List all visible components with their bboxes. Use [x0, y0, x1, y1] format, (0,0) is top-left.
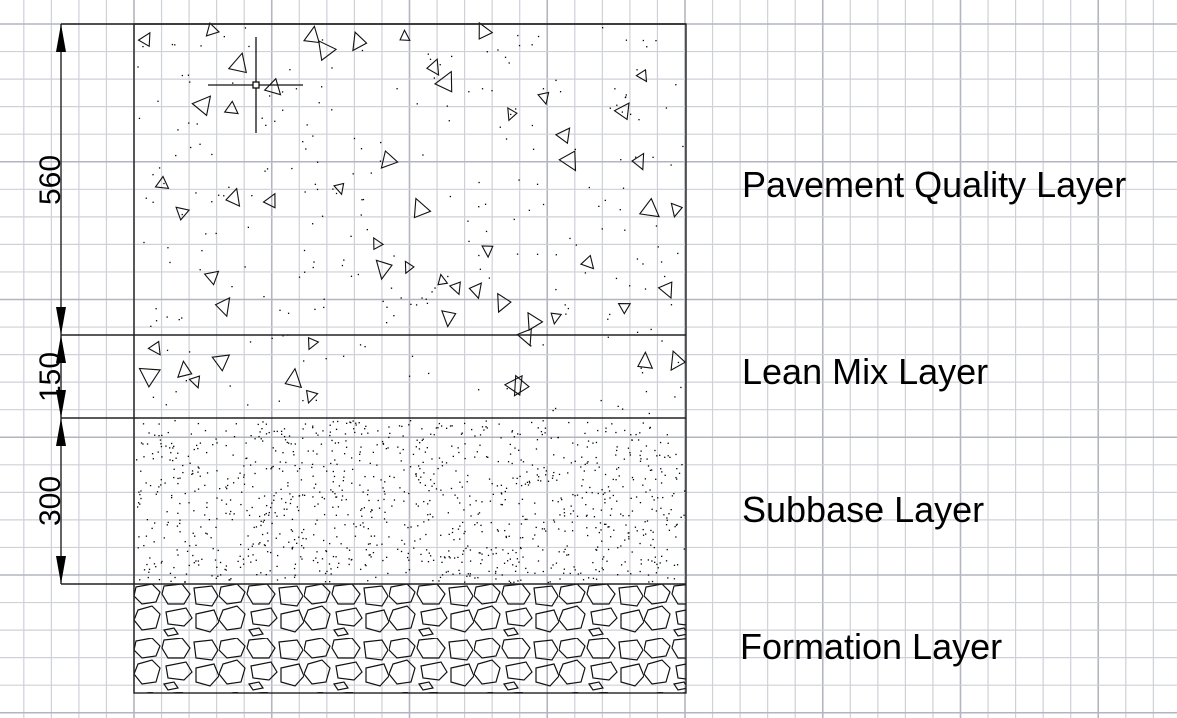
aggregate-mark	[404, 260, 415, 275]
aggregate-mark	[225, 187, 241, 208]
arrow-icon	[56, 556, 66, 584]
aggregate-mark	[670, 202, 684, 219]
aggregate-mark	[223, 100, 239, 115]
aggregate-mark	[670, 349, 687, 372]
aggregate-mark	[205, 22, 221, 37]
aggregate-mark	[263, 77, 282, 96]
layer-hatching	[136, 21, 687, 584]
aggregate-mark	[154, 175, 170, 190]
aggregate-mark	[214, 296, 231, 318]
aggregate-mark	[380, 149, 399, 169]
aggregate-mark	[303, 25, 320, 44]
label-subbase-layer: Subbase Layer	[742, 489, 984, 530]
aggregate-mark	[373, 236, 385, 251]
aggregate-mark	[468, 282, 483, 300]
aggregate-mark	[635, 68, 648, 83]
aggregate-mark	[262, 192, 276, 209]
formation-layer-hatch	[134, 584, 686, 693]
aggregate-mark	[147, 340, 161, 356]
dimension-lean-mix: 150	[34, 352, 67, 402]
aggregate-mark	[550, 312, 563, 326]
arrow-icon	[56, 418, 66, 446]
dimension-pavement: 560	[34, 155, 67, 205]
aggregate-mark	[516, 328, 532, 347]
aggregate-mark	[305, 389, 319, 405]
aggregate-mark	[413, 197, 432, 219]
aggregate-mark	[638, 197, 660, 218]
aggregate-mark	[537, 91, 550, 106]
aggregate-mark	[617, 303, 632, 315]
aggregate-mark	[425, 57, 440, 77]
arrow-icon	[56, 390, 66, 418]
aggregate-mark	[307, 336, 320, 351]
aggregate-mark	[507, 107, 518, 122]
aggregate-mark	[332, 182, 345, 196]
aggregate-mark	[191, 95, 212, 117]
aggregate-mark	[211, 354, 231, 372]
aggregate-mark	[317, 39, 338, 62]
aggregate-mark	[203, 270, 220, 286]
arrow-icon	[56, 307, 66, 335]
aggregate-mark	[478, 21, 494, 40]
aggregate-mark	[437, 273, 449, 286]
aggregate-mark	[375, 259, 393, 281]
aggregate-mark	[441, 310, 457, 328]
layer-boundaries	[60, 23, 687, 694]
aggregate-mark	[352, 31, 368, 52]
dimension-subbase: 300	[34, 476, 67, 526]
aggregate-mark	[558, 150, 577, 172]
aggregate-mark	[637, 351, 654, 369]
aggregate-mark	[177, 359, 193, 378]
aggregate-mark	[503, 374, 523, 396]
aggregate-mark	[579, 254, 595, 270]
aggregate-mark	[631, 152, 645, 171]
aggregate-mark	[554, 127, 571, 145]
aggregate-mark	[433, 70, 453, 93]
aggregate-mark	[188, 375, 201, 389]
aggregate-mark	[227, 52, 248, 74]
aggregate-mark	[613, 102, 630, 121]
aggregate-mark	[138, 367, 162, 388]
aggregate-mark	[497, 292, 512, 314]
aggregate-mark	[137, 31, 151, 48]
aggregate-mark	[513, 374, 530, 397]
aggregate-mark	[399, 28, 411, 41]
label-lean-mix-layer: Lean Mix Layer	[742, 351, 988, 392]
aggregate-mark	[527, 311, 544, 331]
label-pavement-quality-layer: Pavement Quality Layer	[742, 164, 1126, 205]
dimension-arrows	[56, 24, 66, 584]
aggregate-mark	[284, 367, 303, 389]
label-formation-layer: Formation Layer	[740, 626, 1002, 667]
aggregate-mark	[481, 245, 494, 259]
arrow-icon	[56, 335, 66, 363]
crosshair-icon	[208, 37, 303, 133]
aggregate-mark	[175, 206, 191, 221]
arrow-icon	[56, 24, 66, 52]
aggregate-mark	[657, 281, 673, 300]
aggregate-mark	[448, 281, 461, 296]
